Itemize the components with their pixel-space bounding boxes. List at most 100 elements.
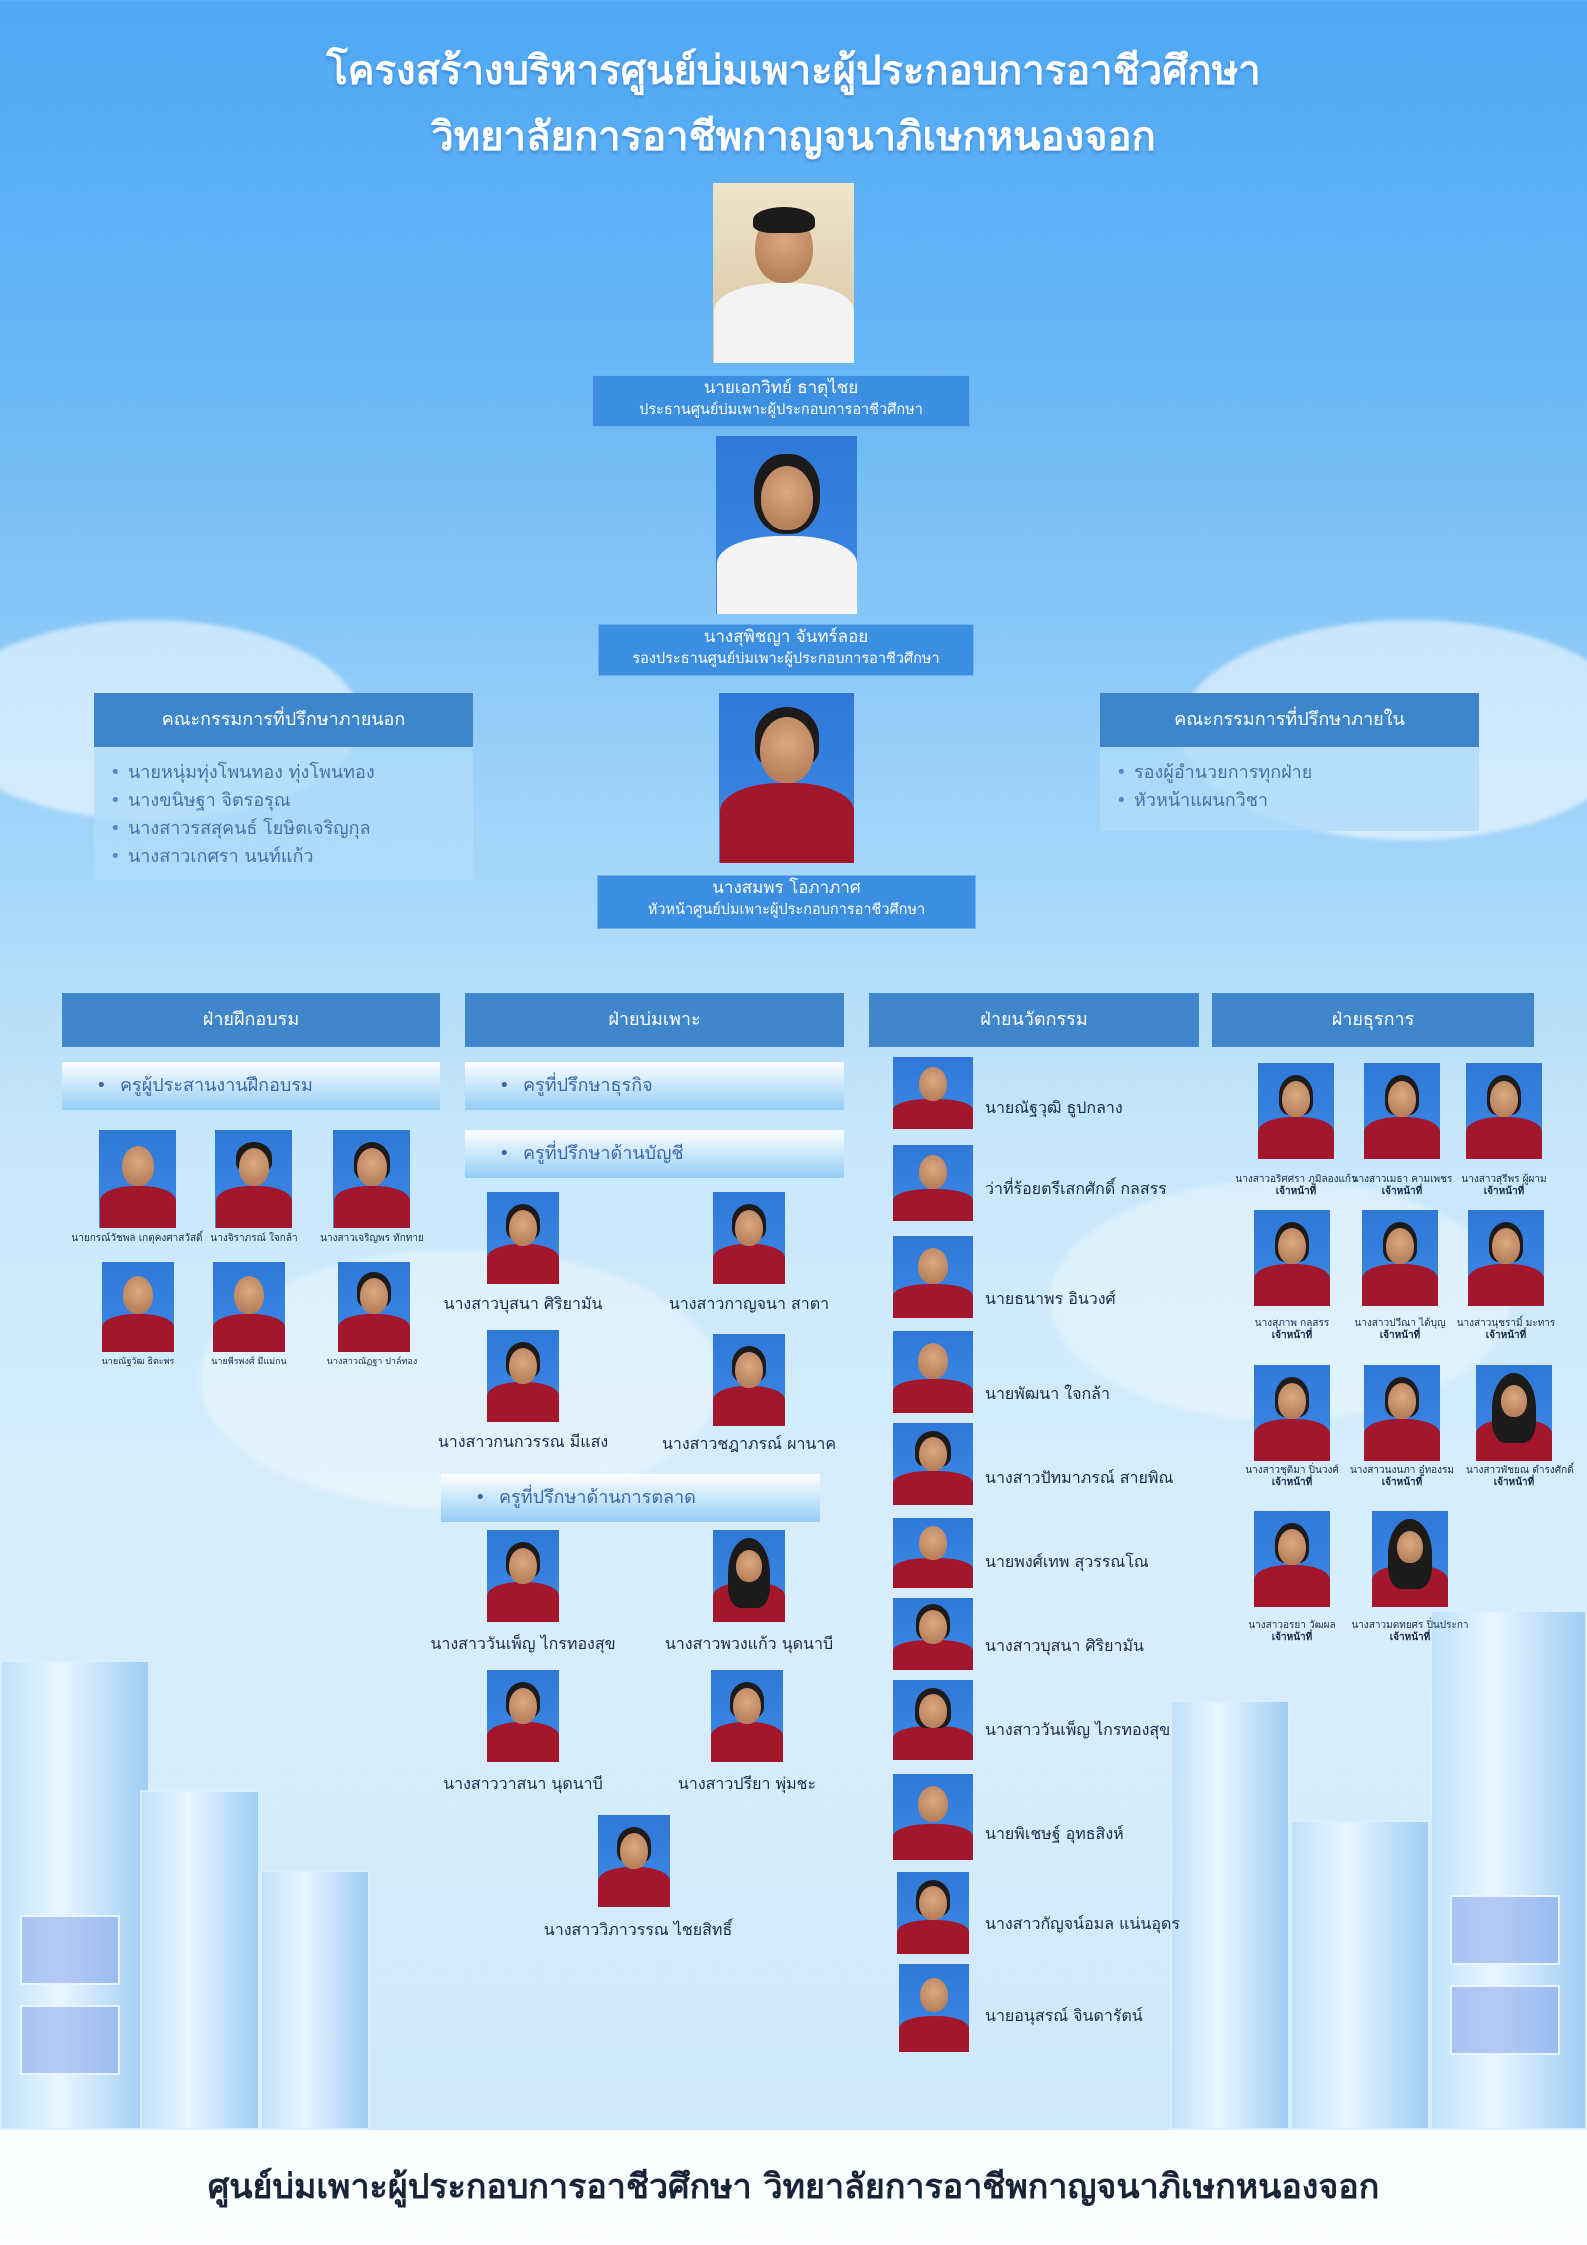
person-name: นางสาววันเพ็ญ ไกรทองสุข (430, 1634, 616, 1653)
building-decoration (1290, 1820, 1430, 2130)
person-photo (333, 1130, 410, 1228)
person-photo (102, 1262, 174, 1352)
list-item: รองผู้อำนวยการทุกฝ่าย (1116, 759, 1479, 787)
person-name: นายกรณ์วัชพล เกตุคงศาสวัสดิ์ (71, 1233, 203, 1244)
person-name: นางสาวอรยา วัฒผลเจ้าหน้าที่ (1248, 1620, 1336, 1643)
person-photo (1364, 1063, 1440, 1159)
building-window-decoration (20, 2005, 120, 2075)
internal-committee-list: รองผู้อำนวยการทุกฝ่าย หัวหน้าแผนกวิชา (1100, 747, 1479, 831)
person-name: นางสาววาสนา นุดนาบี (443, 1774, 603, 1793)
person-name: นายพีรพงศ์ มีแม่กน (211, 1357, 287, 1367)
person-name: นางสาวกนกวรรณ มีแสง (437, 1432, 609, 1451)
leader-role: ประธานศูนย์บ่มเพาะผู้ประกอบการอาชีวศึกษา (639, 402, 923, 418)
person-photo (893, 1423, 973, 1505)
person-name: นางสาวณัฏฐา ปาล์ทอง (326, 1357, 418, 1367)
sub-header-accounting-advisor: ครูที่ปรึกษาด้านบัญชี (465, 1130, 844, 1178)
person-name: นางสาวนุชรามิ์ มะทารเจ้าหน้าที่ (1456, 1318, 1556, 1341)
person-photo (893, 1680, 973, 1760)
person-name: นางสาวปรียา พุ่มชะ (677, 1774, 817, 1793)
building-decoration (140, 1790, 260, 2130)
person-name: นางสาวปัทมาภรณ์ สายพิณ (985, 1468, 1174, 1487)
person-name: นายอนุสรณ์ จินดารัตน์ (985, 2006, 1143, 2025)
person-name: นางสาวกัญจน์อมล แน่นอุดร (985, 1914, 1180, 1933)
leader-namebox-head: นางสมพร โอภาภาศ หัวหน้าศูนย์บ่มเพาะผู้ปร… (597, 875, 976, 929)
person-name: นางสาวนงนภา อู๋ทองรมเจ้าหน้าที่ (1349, 1465, 1455, 1488)
leader-photo-vice-chairman (716, 436, 857, 614)
person-photo (99, 1130, 176, 1228)
external-committee-header: คณะกรรมการที่ปรึกษาภายนอก (94, 693, 473, 747)
person-photo (487, 1530, 559, 1622)
person-name: นางสุภาพ กลสรรเจ้าหน้าที่ (1254, 1318, 1330, 1341)
building-decoration (260, 1870, 370, 2130)
person-photo (1254, 1365, 1330, 1461)
person-name: นางสาวบุสนา ศิริยามัน (443, 1294, 603, 1313)
person-photo (713, 1530, 785, 1622)
person-photo (893, 1145, 973, 1221)
person-name: นางสาววิภาวรรณ ไชยสิทธิ์ (543, 1920, 733, 1939)
person-photo (213, 1262, 285, 1352)
person-name: นางสาวมดทยศร ปิ่นประกาเจ้าหน้าที่ (1351, 1620, 1469, 1643)
list-item: นางสาวเกศรา นนท์แก้ว (110, 843, 473, 871)
building-window-decoration (1450, 1985, 1560, 2055)
sub-header-business-advisor: ครูที่ปรึกษาธุรกิจ (465, 1062, 844, 1110)
sub-header-marketing-advisor: ครูที่ปรึกษาด้านการตลาด (441, 1474, 820, 1522)
sub-header-training-coordinator: ครูผู้ประสานงานฝึกอบรม (62, 1062, 440, 1110)
leader-name: นายเอกวิทย์ ธาตุไชย (703, 378, 859, 398)
person-name: ว่าที่ร้อยตรีเสกศักดิ์ กลสรร (985, 1179, 1167, 1198)
person-name: นางสาวชฎาภรณ์ ผานาค (661, 1434, 837, 1453)
person-photo (1364, 1365, 1440, 1461)
person-photo (1254, 1210, 1330, 1306)
cloud-decoration (200, 1250, 720, 1510)
person-photo (1254, 1511, 1330, 1607)
person-name: นายณัฐวัฒ ธิตะพร (101, 1357, 175, 1367)
person-name: นางสาวปวีณา ได้บุญเจ้าหน้าที่ (1354, 1318, 1446, 1341)
building-decoration (1430, 1610, 1587, 2130)
person-name: นางสาวพวงแก้ว นุดนาบี (664, 1634, 834, 1653)
person-photo (893, 1598, 973, 1670)
dept-header-admin: ฝ่ายธุรการ (1212, 993, 1534, 1047)
leader-role: รองประธานศูนย์บ่มเพาะผู้ประกอบการอาชีวศึ… (632, 651, 940, 667)
person-photo (1362, 1210, 1438, 1306)
person-photo (713, 1334, 785, 1426)
person-name: นางสาวชุติมา ปิ่นวงศ์เจ้าหน้าที่ (1245, 1465, 1339, 1488)
person-photo (598, 1815, 670, 1907)
page-title-line1: โครงสร้างบริหารศูนย์บ่มเพาะผู้ประกอบการอ… (326, 48, 1261, 94)
person-name: นางสาวอริศศรา ภูมิลองแก้วเจ้าหน้าที่ (1235, 1174, 1357, 1197)
person-name: นางสาวพัชยณ ดำรงศักดิ์เจ้าหน้าที่ (1466, 1465, 1574, 1488)
person-photo (897, 1872, 969, 1954)
person-name: นางสาวเมธา คามเพชรเจ้าหน้าที่ (1351, 1174, 1453, 1197)
external-committee-list: นายหนุ่มทุ่งโพนทอง ทุ่งโพนทอง นางขนิษฐา … (94, 747, 473, 881)
person-name: นางสาววันเพ็ญ ไกรทองสุข (985, 1720, 1171, 1739)
person-photo (215, 1130, 292, 1228)
list-item: นายหนุ่มทุ่งโพนทอง ทุ่งโพนทอง (110, 759, 473, 787)
person-photo (893, 1774, 973, 1860)
list-item: หัวหน้าแผนกวิชา (1116, 787, 1479, 815)
internal-committee-header: คณะกรรมการที่ปรึกษาภายใน (1100, 693, 1479, 747)
person-photo (893, 1331, 973, 1413)
person-name: นางสาวกาญจนา สาตา (668, 1294, 830, 1313)
person-name: นางสาวสุรีพร ผู้ผามเจ้าหน้าที่ (1461, 1174, 1547, 1197)
dept-header-incubation: ฝ่ายบ่มเพาะ (465, 993, 844, 1047)
person-photo (1372, 1511, 1448, 1607)
leader-photo-chairman (713, 183, 854, 363)
person-name: นายณัฐวุฒิ ธูปกลาง (985, 1098, 1123, 1117)
person-photo (487, 1330, 559, 1422)
person-photo (893, 1236, 973, 1318)
leader-photo-head (719, 693, 854, 863)
person-photo (1476, 1365, 1552, 1461)
person-photo (899, 1964, 969, 2052)
person-photo (487, 1192, 559, 1284)
person-name: นายธนาพร อินวงศ์ (985, 1289, 1116, 1308)
person-photo (893, 1057, 973, 1129)
person-photo (711, 1670, 783, 1762)
building-window-decoration (1450, 1895, 1560, 1965)
leader-name: นางสุพิชญา จันทร์ลอย (703, 627, 869, 647)
person-photo (893, 1518, 973, 1588)
person-name: นายพัฒนา ใจกล้า (985, 1384, 1110, 1403)
building-decoration (0, 1660, 150, 2130)
dept-header-training: ฝ่ายฝึกอบรม (62, 993, 440, 1047)
building-window-decoration (20, 1915, 120, 1985)
person-name: นายพิเชษฐ์ อุทธสิงห์ (985, 1824, 1124, 1843)
leader-namebox-vice-chairman: นางสุพิชญา จันทร์ลอย รองประธานศูนย์บ่มเพ… (598, 624, 974, 676)
footer-banner: ศูนย์บ่มเพาะผู้ประกอบการอาชีวศึกษา วิทยา… (0, 2130, 1587, 2245)
